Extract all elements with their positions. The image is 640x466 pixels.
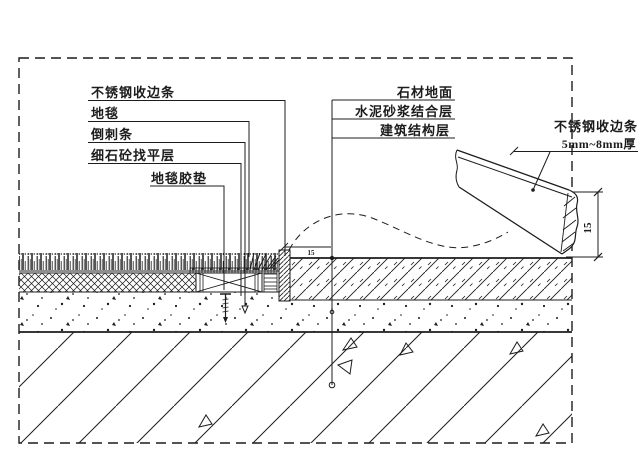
callout-stone-floor: 石材地面 (396, 85, 453, 100)
reference-dashed-curve (288, 213, 509, 251)
enlarged-strip-detail (455, 149, 579, 255)
callout-cement-mortar: 水泥砂浆结合层 (355, 104, 453, 119)
carpet-pile-section (19, 252, 280, 272)
right-callouts: 石材地面 水泥砂浆结合层 建筑结构层 (328, 85, 455, 389)
drawing-border (18, 57, 573, 444)
left-leader-lines (88, 100, 286, 315)
callout-leveling-layer: 细石砼找平层 (91, 148, 175, 163)
fixing-screw (220, 293, 231, 323)
callout-steel-edge-strip: 不锈钢收边条 (91, 85, 175, 100)
right-leader-lines (328, 99, 455, 389)
stone-floor-section (289, 257, 572, 300)
pile-fan-strokes (249, 252, 280, 271)
detail-callout-name: 不锈钢收边条 (554, 119, 638, 134)
detail-leader-line (532, 151, 551, 191)
detail-callout-spec: 5mm~8mm厚 (562, 137, 636, 151)
mortar-stipple-layer (19, 292, 572, 332)
aggregate-triangles (197, 337, 550, 437)
callout-structure-layer: 建筑结构层 (380, 123, 450, 138)
callout-carpet: 地毯 (91, 106, 119, 121)
callout-tack-strip: 倒刺条 (90, 127, 133, 142)
stone-end-face-hatch (561, 196, 577, 252)
detail-height-dimension-text: 15 (582, 222, 594, 234)
detail-callout: 不锈钢收边条 5mm~8mm厚 (509, 119, 638, 156)
callout-carpet-pad: 地毯胶垫 (151, 171, 207, 186)
left-callouts: 不锈钢收边条 地毯 倒刺条 细石砼找平层 地毯胶垫 (88, 85, 286, 315)
structure-layer (19, 331, 572, 443)
detail-dimension: 15 (566, 187, 603, 262)
steel-edge-strip-section (278, 249, 291, 302)
shim-stack (263, 273, 278, 293)
detail-callout-tick (509, 146, 519, 156)
plan-gap-dimension-text: 15 (308, 249, 316, 257)
